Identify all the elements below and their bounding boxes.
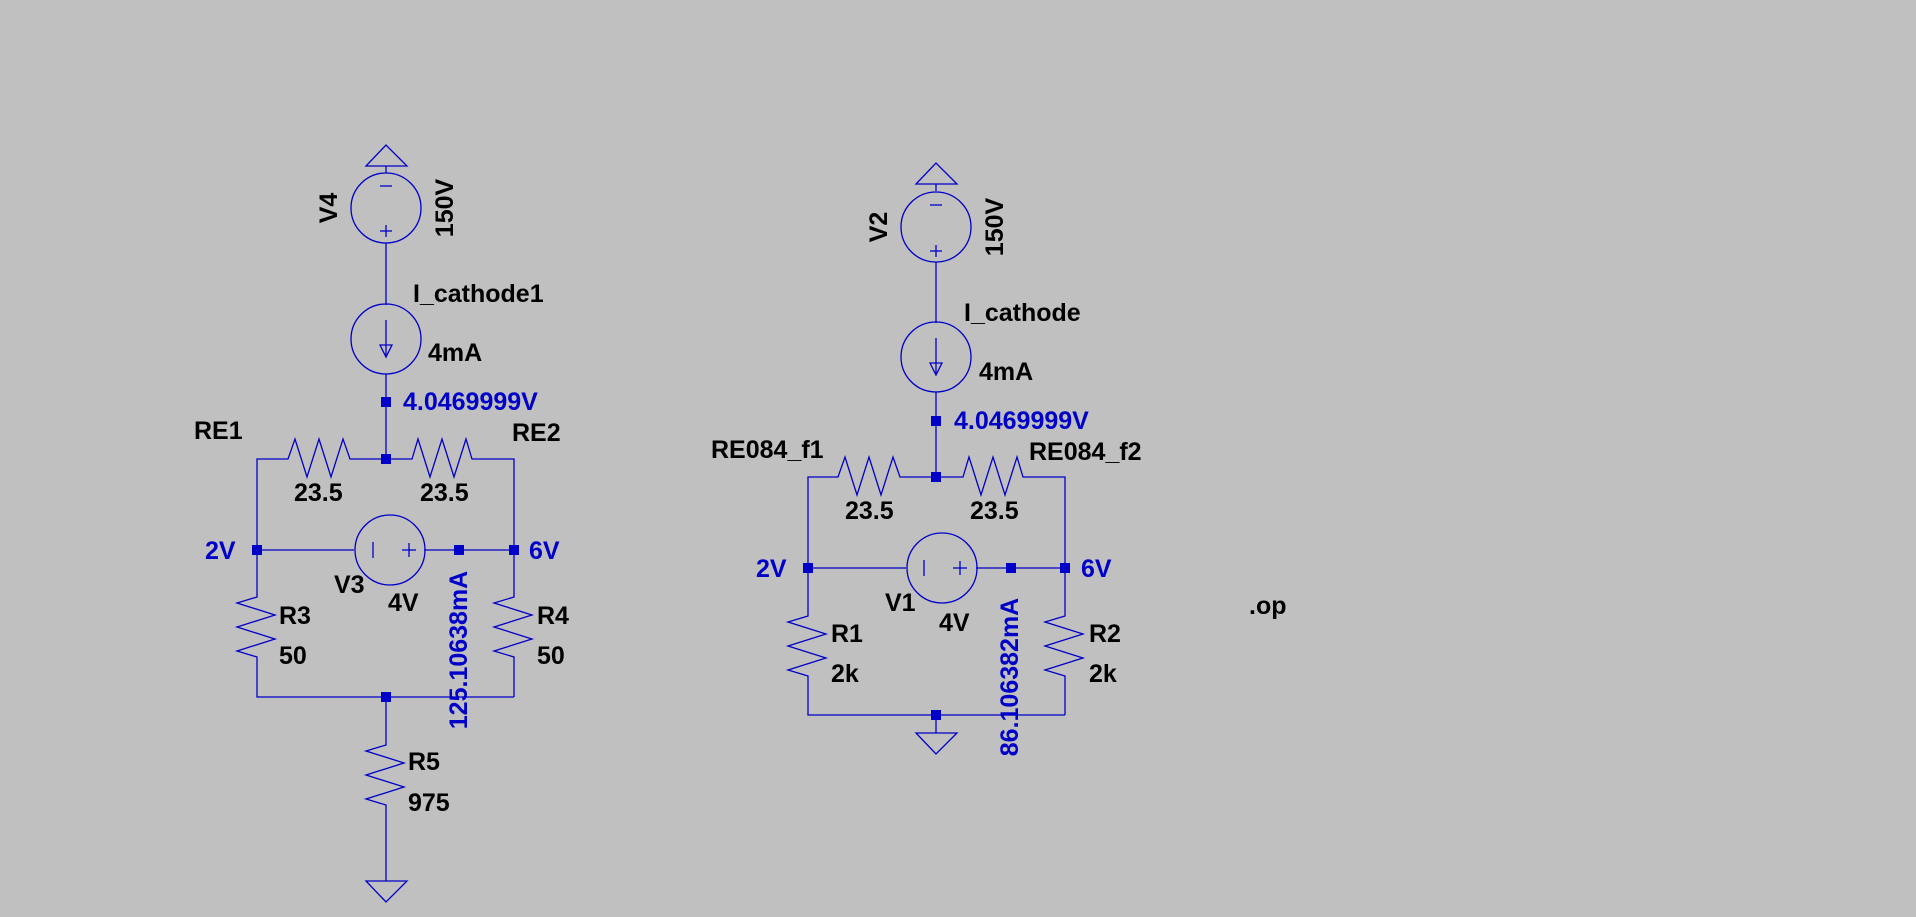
left-top-node (381, 397, 391, 407)
right-top-ground-icon[interactable] (914, 162, 959, 191)
i-cathode-value-label: 4mA (979, 358, 1033, 386)
re2-resistor[interactable] (386, 436, 515, 550)
v4-source[interactable] (350, 172, 422, 244)
v1-source[interactable] (906, 532, 978, 604)
re1-resistor[interactable] (256, 436, 386, 550)
left-bridge-node (454, 545, 464, 555)
r2-resistor[interactable] (1042, 568, 1086, 715)
left-left-node-voltage: 2V (205, 537, 236, 565)
re084-f1-resistor[interactable] (807, 454, 936, 568)
r4-name-label: R4 (537, 602, 569, 630)
r1-resistor[interactable] (785, 568, 1065, 716)
left-top-node-voltage: 4.0469999V (403, 388, 538, 416)
right-top-node (931, 416, 941, 426)
re1-name-label: RE1 (194, 417, 243, 445)
right-bridge-node (1006, 563, 1016, 573)
re084-f1-name-label: RE084_f1 (711, 436, 824, 464)
v1-name-label: V1 (885, 589, 916, 617)
right-top-node-voltage: 4.0469999V (954, 407, 1089, 435)
i-cathode1-value-label: 4mA (428, 339, 482, 367)
v2-value-label: 150V (981, 197, 1009, 256)
r3-value-label: 50 (279, 642, 307, 670)
r1-name-label: R1 (831, 620, 863, 648)
re2-value-label: 23.5 (420, 479, 469, 507)
r4-resistor[interactable] (491, 550, 535, 697)
left-circuit: V4 150V I_cathode1 4mA 4.0469999V RE1 23… (194, 144, 569, 903)
r3-name-label: R3 (279, 602, 311, 630)
i-cathode1-name-label: I_cathode1 (413, 280, 544, 308)
r1-value-label: 2k (831, 660, 859, 688)
v2-name-label: V2 (865, 212, 893, 243)
v3-source[interactable] (354, 514, 426, 586)
re1-value-label: 23.5 (294, 479, 343, 507)
re084-f2-resistor[interactable] (936, 454, 1066, 568)
r2-name-label: R2 (1089, 620, 1121, 648)
left-right-node-voltage: 6V (529, 537, 560, 565)
i-cathode-name-label: I_cathode (964, 299, 1081, 327)
r5-name-label: R5 (408, 748, 440, 776)
v4-name-label: V4 (315, 193, 343, 224)
left-bridge-current: 125.10638mA (445, 571, 473, 729)
re084-f1-value-label: 23.5 (845, 497, 894, 525)
re2-name-label: RE2 (512, 419, 561, 447)
op-directive[interactable]: .op (1249, 592, 1287, 620)
right-bridge-current: 86.106382mA (996, 598, 1024, 756)
v1-value-label: 4V (939, 609, 970, 637)
left-top-ground-icon[interactable] (364, 144, 409, 173)
re084-f2-name-label: RE084_f2 (1029, 438, 1142, 466)
r4-value-label: 50 (537, 642, 565, 670)
right-circuit: V2 150V I_cathode 4mA 4.0469999V RE084_f… (711, 162, 1142, 756)
v2-source[interactable] (900, 191, 972, 263)
right-ground-icon[interactable] (914, 732, 959, 755)
r5-resistor[interactable] (363, 697, 407, 881)
v4-value-label: 150V (431, 178, 459, 237)
r5-value-label: 975 (408, 789, 450, 817)
re084-f2-value-label: 23.5 (970, 497, 1019, 525)
i-cathode1-source[interactable] (350, 303, 422, 375)
r3-resistor[interactable] (234, 550, 514, 698)
left-ground-icon[interactable] (364, 880, 409, 903)
right-left-node-voltage: 2V (756, 555, 787, 583)
v3-name-label: V3 (334, 571, 365, 599)
r2-value-label: 2k (1089, 660, 1117, 688)
right-right-node-voltage: 6V (1081, 555, 1112, 583)
v3-value-label: 4V (388, 589, 419, 617)
i-cathode-source[interactable] (900, 321, 972, 393)
